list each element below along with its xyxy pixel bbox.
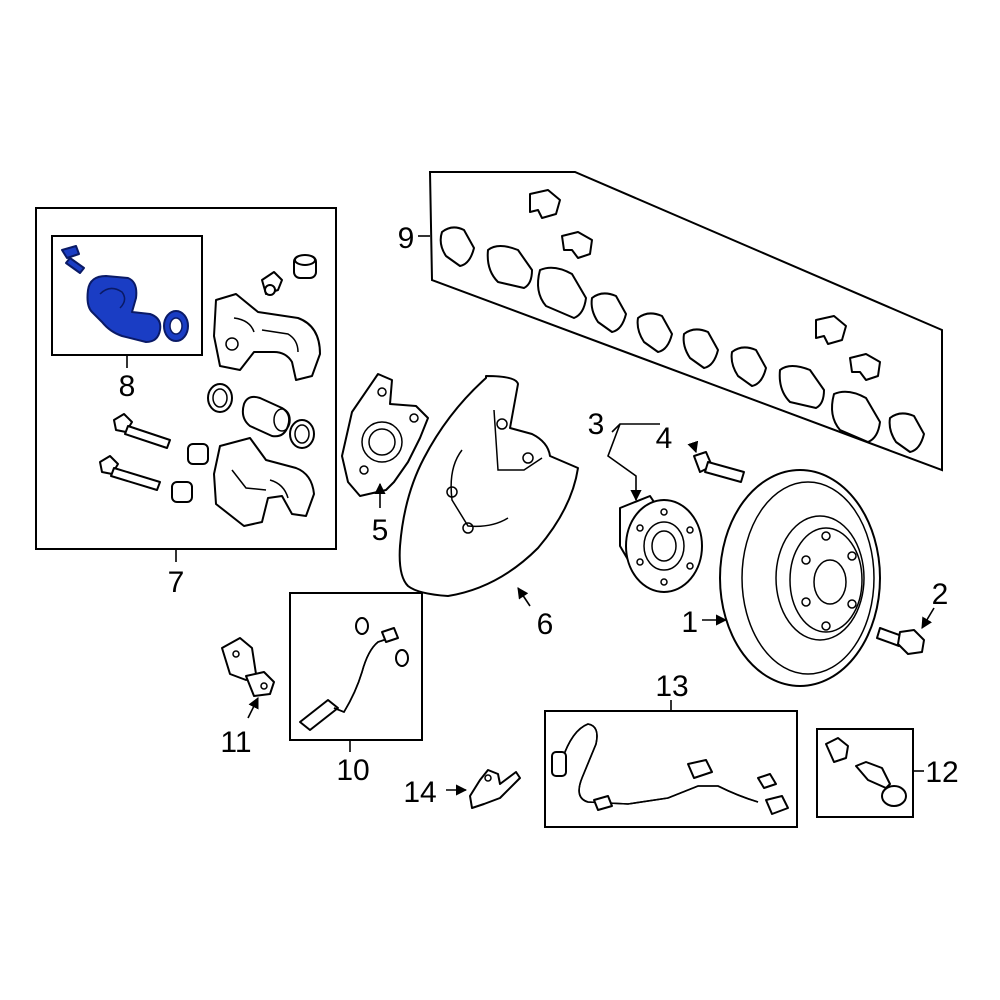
callout-11-arrow <box>247 696 259 719</box>
hose-upper-fitting <box>381 627 399 643</box>
brake-hose <box>333 635 397 713</box>
wheel-stud[interactable] <box>693 451 745 483</box>
wheel-speed-sensor-group[interactable] <box>816 728 924 818</box>
brake-pad-1 <box>486 245 533 289</box>
caliper-assembly-group[interactable] <box>35 207 337 562</box>
callout-9: 9 <box>398 222 415 255</box>
callout-4-arrow <box>687 440 699 454</box>
abs-harness-wire <box>561 723 759 805</box>
brake-adapter-plate[interactable] <box>341 373 429 497</box>
brake-rotor[interactable] <box>719 469 881 687</box>
brake-pad-4 <box>831 390 881 443</box>
callout-11: 11 <box>220 726 251 759</box>
sensor-bracket[interactable] <box>469 769 521 809</box>
pad-shim-4 <box>682 328 719 369</box>
abs-harness-box <box>544 710 798 828</box>
harness-end-connector <box>765 795 789 815</box>
caliper-housing-highlighted[interactable] <box>61 245 189 343</box>
pad-clip-3 <box>815 315 847 345</box>
bleeder-cap <box>261 271 283 296</box>
caliper-body-upper <box>213 293 321 381</box>
brake-dust-shield[interactable] <box>398 375 579 597</box>
guide-bolt-upper <box>113 413 171 449</box>
callout-13: 13 <box>655 670 688 703</box>
washer-2 <box>395 649 409 667</box>
harness-connector <box>551 751 567 777</box>
washer-1 <box>355 617 369 635</box>
callout-10: 10 <box>336 754 369 787</box>
callout-12: 12 <box>925 756 958 789</box>
bleeder-screw <box>61 245 80 259</box>
pad-clip-4 <box>849 353 881 381</box>
wheel-hub-bearing[interactable] <box>619 495 703 593</box>
harness-clip-1 <box>687 759 713 779</box>
callout-14: 14 <box>403 776 436 809</box>
pad-clip-1 <box>529 189 561 219</box>
brake-hose-box <box>289 592 423 741</box>
pad-shim-5 <box>730 346 767 387</box>
sensor-tip <box>881 785 907 807</box>
bushing-upper <box>187 443 209 465</box>
callout-7: 7 <box>168 566 185 599</box>
sensor-connector <box>825 737 849 763</box>
callout-2-arrow <box>921 607 935 629</box>
callout-8: 8 <box>119 370 136 403</box>
callout-2: 2 <box>932 578 949 611</box>
bleeder-screw-shank <box>65 257 85 274</box>
brake-pad-3 <box>778 365 825 409</box>
guide-pin-boot <box>293 254 317 279</box>
pad-shim-1 <box>439 226 475 267</box>
pad-shim-2 <box>590 292 627 333</box>
callout-6-arrow <box>517 587 531 607</box>
caliper-piston <box>241 395 291 438</box>
pad-clip-2 <box>561 231 593 259</box>
brake-hose-group[interactable] <box>289 592 423 752</box>
callout-3-arrow <box>607 423 642 502</box>
brake-pad-kit-group[interactable] <box>418 171 943 472</box>
pad-shim-6 <box>888 412 925 453</box>
piston-seal-hole <box>169 317 183 335</box>
callout-6: 6 <box>537 608 554 641</box>
speed-sensor-box <box>816 728 914 818</box>
guide-bolt-lower <box>99 455 161 491</box>
hose-bracket[interactable] <box>221 637 275 697</box>
callout-1: 1 <box>681 606 698 639</box>
pad-shim-3 <box>636 312 673 353</box>
caliper-bracket <box>213 437 315 527</box>
piston-seal <box>207 383 233 413</box>
caliper-housing-body <box>86 275 162 343</box>
sensor-body <box>855 761 891 789</box>
bushing-lower <box>171 481 193 503</box>
harness-clip-3 <box>593 795 613 811</box>
hose-end-fitting <box>299 699 339 731</box>
abs-sensor-harness-group[interactable] <box>544 700 798 828</box>
rotor-screw[interactable] <box>876 627 925 655</box>
caliper-housing-detail <box>99 287 126 309</box>
callout-4: 4 <box>656 422 673 455</box>
brake-pad-2 <box>537 266 587 319</box>
harness-clip-2 <box>757 773 777 789</box>
callout-3: 3 <box>588 408 605 441</box>
dust-boot <box>289 419 315 449</box>
caliper-kit-box <box>35 207 337 550</box>
callout-5: 5 <box>372 514 389 547</box>
brake-pad-kit-box <box>428 171 943 472</box>
